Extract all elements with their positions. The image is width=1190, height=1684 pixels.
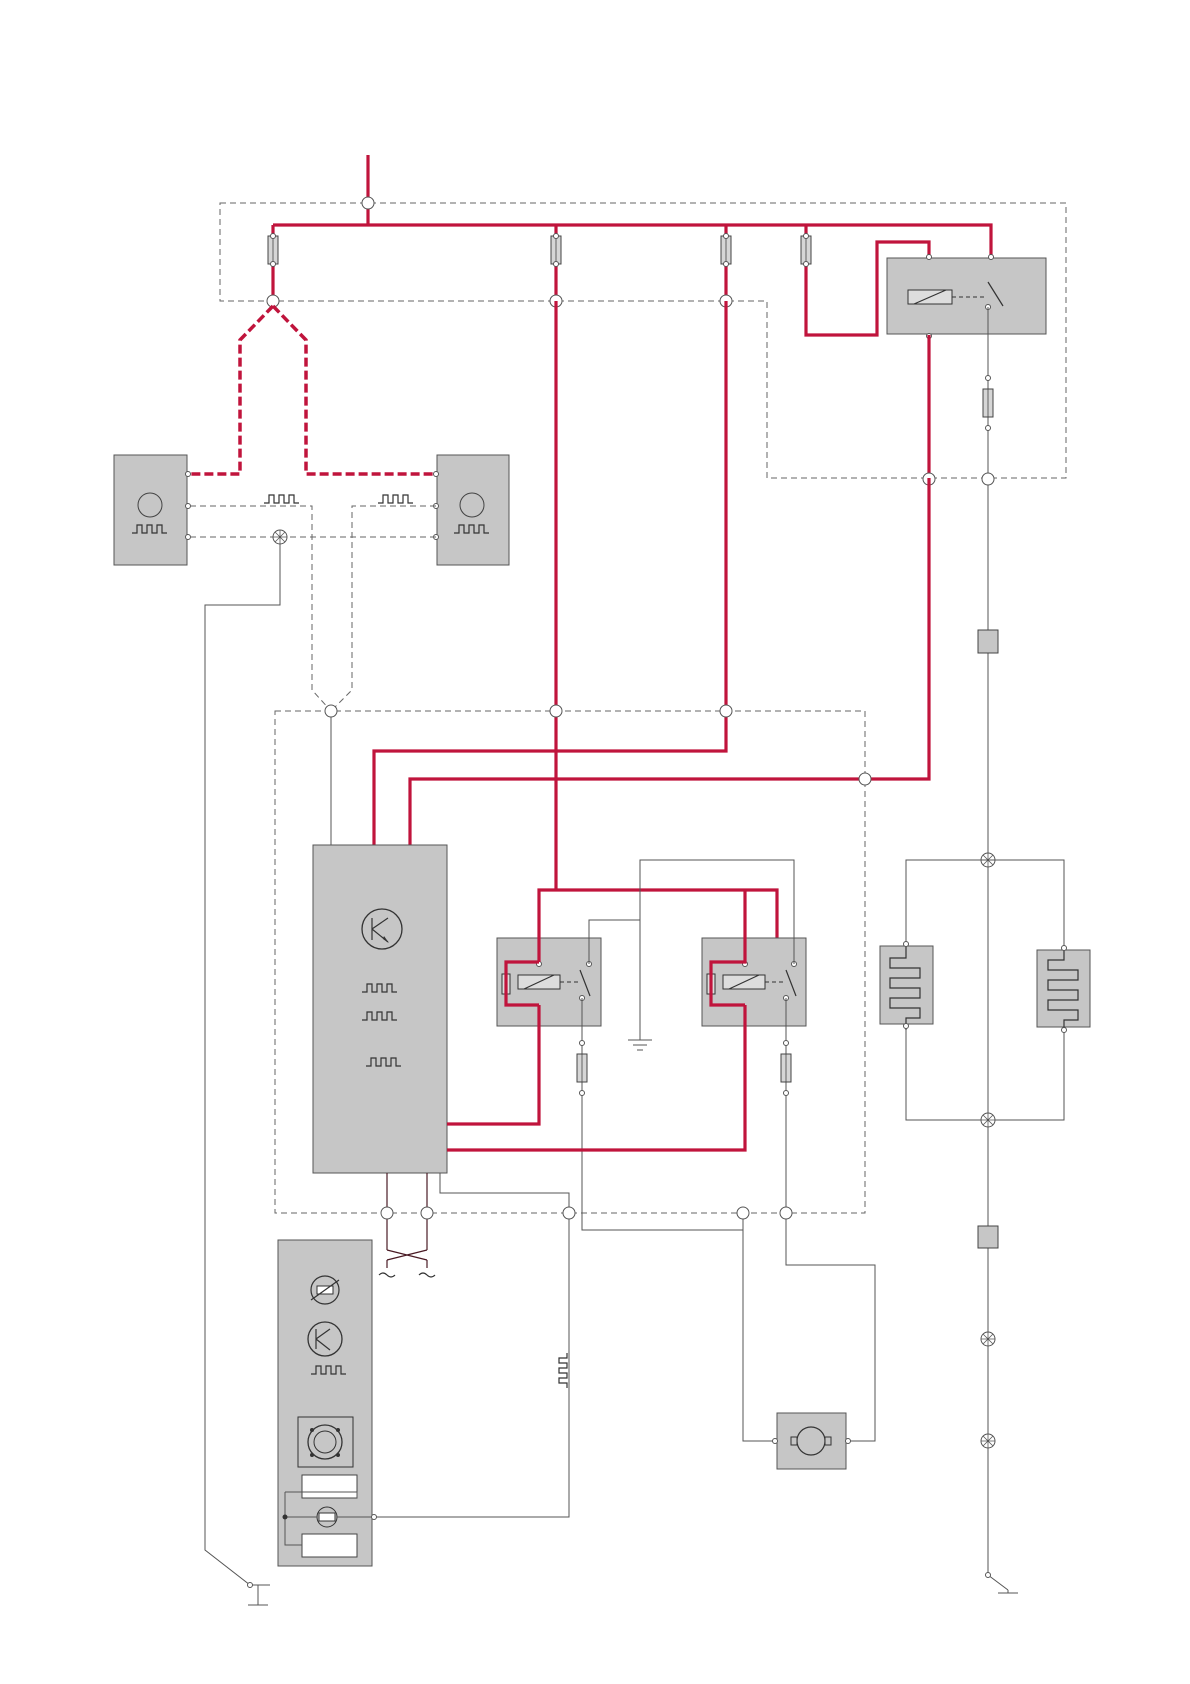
right-connector-1 — [978, 630, 998, 653]
fuse-1 — [267, 225, 279, 307]
relay-2-wires — [447, 860, 794, 1213]
right-connector-2 — [978, 1226, 998, 1248]
fuse-3 — [720, 225, 732, 307]
control-module — [313, 717, 447, 1173]
relay-2 — [702, 938, 806, 1026]
sensor-supply-wires — [188, 306, 437, 474]
main-feed-wire — [273, 155, 991, 260]
main-relay — [887, 255, 1046, 339]
instrument-panel — [278, 1219, 569, 1566]
heater-element-right — [1037, 946, 1090, 1033]
fan-motor — [743, 1219, 875, 1469]
fuse-box-upper — [220, 203, 1066, 478]
relay-1 — [497, 938, 601, 1026]
main-relay-output — [923, 307, 994, 1575]
sensor-right — [434, 455, 510, 565]
bottom-connectors — [379, 1173, 792, 1277]
heater-element-left — [880, 942, 933, 1031]
fuse-2 — [550, 225, 562, 307]
sensor-left — [114, 455, 191, 565]
right-ground-switch — [986, 1573, 1019, 1594]
feed-wires-lower — [325, 301, 929, 890]
